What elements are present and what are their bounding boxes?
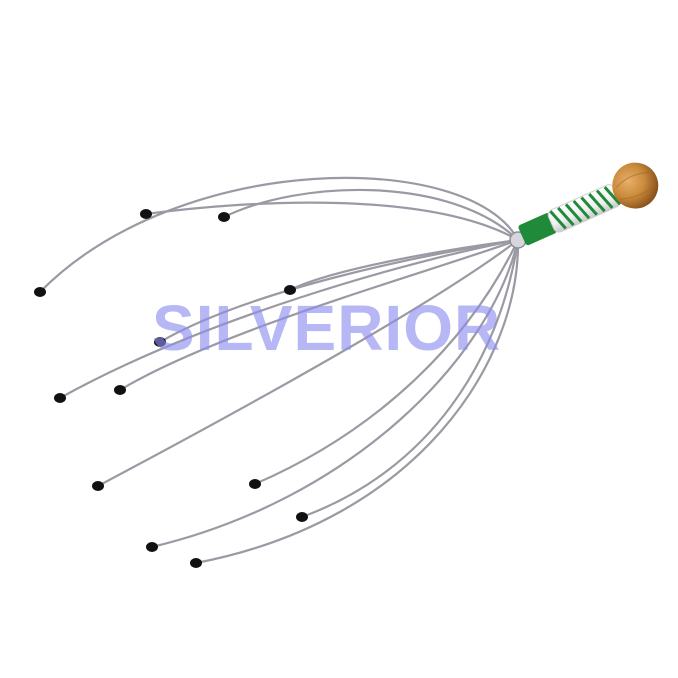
wire-tip-bead: [296, 512, 308, 522]
wire-prong: [58, 238, 520, 400]
handle: [518, 162, 659, 246]
wire-tip-bead: [114, 385, 126, 395]
handle-green-stripe: [580, 196, 598, 216]
wire-tip-bead: [140, 209, 152, 219]
wire-tip-bead: [154, 337, 166, 347]
handle-green-stripe: [588, 193, 606, 213]
wire-tip-bead: [190, 558, 202, 568]
wire-prong: [96, 238, 520, 488]
wire-prong: [118, 238, 520, 392]
wooden-ball-knob: [612, 162, 659, 209]
wire-prong: [253, 238, 520, 486]
handle-green-stripe: [557, 206, 575, 227]
handle-green-stripe: [595, 189, 614, 209]
wood-grain: [615, 172, 650, 188]
wire-tip-bead: [92, 481, 104, 491]
watermark-text: SILVERIOR: [152, 292, 502, 364]
wire-prong: [38, 176, 520, 294]
wire-tip-bead: [34, 287, 46, 297]
handle-green-collar: [518, 213, 557, 246]
handle-green-stripe: [549, 210, 567, 230]
wire-tip-bead: [249, 479, 261, 489]
wire-prong: [222, 188, 520, 242]
wire-tip-bead: [218, 212, 230, 222]
wire-tip-bead: [146, 542, 158, 552]
wire-tip-bead: [284, 285, 296, 295]
handle-green-stripe: [572, 199, 591, 220]
wire-tip-bead: [54, 393, 66, 403]
handle-green-stripe: [603, 186, 622, 206]
wire-prong: [150, 238, 520, 549]
wire-prong: [158, 238, 520, 344]
wire-prong: [194, 238, 520, 565]
wood-grain: [619, 182, 657, 200]
wire-prong: [144, 201, 520, 242]
wire-prong: [300, 238, 520, 519]
handle-green-stripe: [564, 203, 583, 223]
